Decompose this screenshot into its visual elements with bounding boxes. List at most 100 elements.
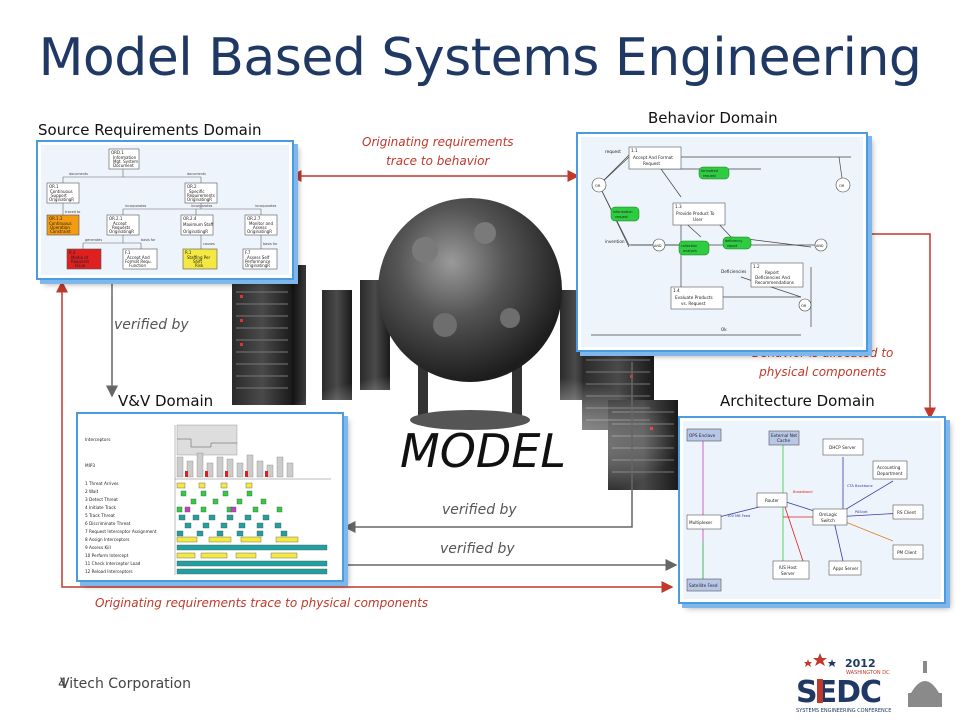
req-physical-note: Originating requirements trace to physic… xyxy=(95,596,429,610)
svg-text:deficiency: deficiency xyxy=(725,239,742,243)
svg-text:OR.2.7: OR.2.7 xyxy=(247,216,261,221)
svg-text:OriginatingR: OriginatingR xyxy=(187,197,212,202)
svg-text:8 Assign Interceptors: 8 Assign Interceptors xyxy=(85,537,129,542)
svg-text:PASnet: PASnet xyxy=(855,510,868,514)
svg-text:Accept: Accept xyxy=(113,221,127,226)
svg-text:1.3: 1.3 xyxy=(675,204,682,209)
logo-city: WASHINGTON DC xyxy=(846,670,890,676)
slide-number: 4 xyxy=(58,676,67,692)
sedc-logo: 2012 WASHINGTON DC SEDC SYSTEMS ENGINEER… xyxy=(796,653,942,714)
svg-text:6 Discriminate Threat: 6 Discriminate Threat xyxy=(85,521,131,526)
svg-text:Performance: Performance xyxy=(245,259,271,264)
vv-domain-label: V&V Domain xyxy=(118,392,214,410)
svg-text:OR.2.1: OR.2.1 xyxy=(109,216,123,221)
page-title: Model Based Systems Engineering xyxy=(38,28,922,88)
svg-text:Support: Support xyxy=(51,193,67,198)
svg-text:Media of: Media of xyxy=(71,255,89,260)
svg-text:12 Reload Interceptors: 12 Reload Interceptors xyxy=(85,569,133,574)
model-label: MODEL xyxy=(400,424,567,478)
svg-text:Staffing Per: Staffing Per xyxy=(187,255,211,260)
svg-text:1.4: 1.4 xyxy=(673,288,680,293)
svg-text:report: report xyxy=(727,244,738,248)
svg-text:collection: collection xyxy=(681,244,697,248)
svg-text:OR: OR xyxy=(595,184,601,188)
svg-text:Provide Product To: Provide Product To xyxy=(676,211,715,216)
capitol-icon xyxy=(908,661,942,707)
architecture-domain-label: Architecture Domain xyxy=(720,392,875,410)
svg-text:F.1: F.1 xyxy=(125,250,131,255)
svg-text:generates: generates xyxy=(85,238,102,242)
svg-text:Multiplexer: Multiplexer xyxy=(689,520,712,525)
svg-text:OriginatingR: OriginatingR xyxy=(245,263,270,268)
svg-text:Interceptors: Interceptors xyxy=(85,437,110,442)
svg-text:1.1: 1.1 xyxy=(631,148,638,153)
svg-text:Evaluate Products: Evaluate Products xyxy=(675,295,713,300)
svg-text:Document: Document xyxy=(113,163,134,168)
svg-text:User: User xyxy=(693,217,703,222)
svg-text:basis for: basis for xyxy=(141,238,156,242)
svg-text:ORD.1: ORD.1 xyxy=(111,150,124,155)
svg-text:Shift: Shift xyxy=(193,259,203,264)
verified-by-bottom: verified by xyxy=(440,541,515,557)
svg-text:OR: OR xyxy=(839,184,845,188)
verified-by-mid-arrow xyxy=(343,362,633,533)
svg-text:OR.1.3: OR.1.3 xyxy=(49,216,63,221)
allocate-behavior-arch-arrow xyxy=(850,233,936,420)
svg-text:R.1: R.1 xyxy=(185,250,192,255)
svg-text:Router: Router xyxy=(765,498,779,503)
svg-text:Request: Request xyxy=(643,161,660,166)
svg-text:incorporates: incorporates xyxy=(125,204,147,208)
svg-text:4 Initiate Track: 4 Initiate Track xyxy=(85,505,117,510)
svg-text:Department: Department xyxy=(877,471,903,476)
svg-text:OriginatingR: OriginatingR xyxy=(109,229,134,234)
svg-text:Function: Function xyxy=(129,263,146,268)
svg-text:Broadband: Broadband xyxy=(793,490,813,494)
svg-text:CTA Backbone: CTA Backbone xyxy=(847,484,874,488)
svg-text:Cache: Cache xyxy=(777,438,790,443)
svg-text:basis for: basis for xyxy=(263,242,278,246)
svg-text:AND: AND xyxy=(816,244,824,248)
svg-text:OriginatingR: OriginatingR xyxy=(247,229,272,234)
svg-text:Monitor and: Monitor and xyxy=(249,221,273,226)
verified-by-mid: verified by xyxy=(442,502,517,518)
svg-text:Format Requ.: Format Requ. xyxy=(125,259,152,264)
logo-acronym: SEDC xyxy=(796,675,881,710)
svg-text:Specific: Specific xyxy=(189,189,205,194)
svg-text:documents: documents xyxy=(69,172,88,176)
svg-text:OmLogic: OmLogic xyxy=(819,512,838,517)
svg-text:Requests: Requests xyxy=(71,259,89,264)
verified-by-left: verified by xyxy=(114,317,189,333)
svg-text:documents: documents xyxy=(187,172,206,176)
req-behavior-note: Originating requirements trace to behavi… xyxy=(362,135,514,168)
svg-text:incorporates: incorporates xyxy=(255,204,277,208)
floor-glow xyxy=(260,370,680,510)
source-domain-label: Source Requirements Domain xyxy=(38,121,262,139)
trace-req-physical-arrow xyxy=(61,283,674,593)
svg-text:request: request xyxy=(615,215,629,219)
svg-text:External Net: External Net xyxy=(771,433,797,438)
svg-text:OR.1: OR.1 xyxy=(49,184,59,189)
svg-text:2 Wait: 2 Wait xyxy=(85,489,99,494)
svg-text:PM Client: PM Client xyxy=(897,550,917,555)
svg-text:Continuous: Continuous xyxy=(50,189,73,194)
logo-subtitle: SYSTEMS ENGINEERING CONFERENCE xyxy=(796,708,891,714)
svg-text:Mgt. System: Mgt. System xyxy=(113,159,138,164)
company-name: Vitech Corporation xyxy=(60,676,191,692)
svg-text:10 Perform Intercept: 10 Perform Intercept xyxy=(85,553,129,558)
svg-text:OriginatingR: OriginatingR xyxy=(49,197,74,202)
svg-text:100 MB Feed: 100 MB Feed xyxy=(727,514,750,518)
svg-text:Server: Server xyxy=(781,571,795,576)
svg-text:information: information xyxy=(613,210,633,214)
svg-text:Operation: Operation xyxy=(50,225,70,230)
svg-text:OriginatingR: OriginatingR xyxy=(183,229,208,234)
svg-text:Continuous: Continuous xyxy=(49,221,72,226)
svg-text:incorporates: incorporates xyxy=(191,204,213,208)
svg-text:Assess Self: Assess Self xyxy=(247,255,270,260)
svg-text:Recommendations: Recommendations xyxy=(755,280,794,285)
svg-text:request: request xyxy=(605,149,621,154)
svg-text:Satellite Feed: Satellite Feed xyxy=(689,583,718,588)
svg-text:Maximum Staff: Maximum Staff xyxy=(183,222,214,227)
vv-panel: Interceptors MIP3 1 Threat Arrives 2 Wai… xyxy=(78,414,342,580)
